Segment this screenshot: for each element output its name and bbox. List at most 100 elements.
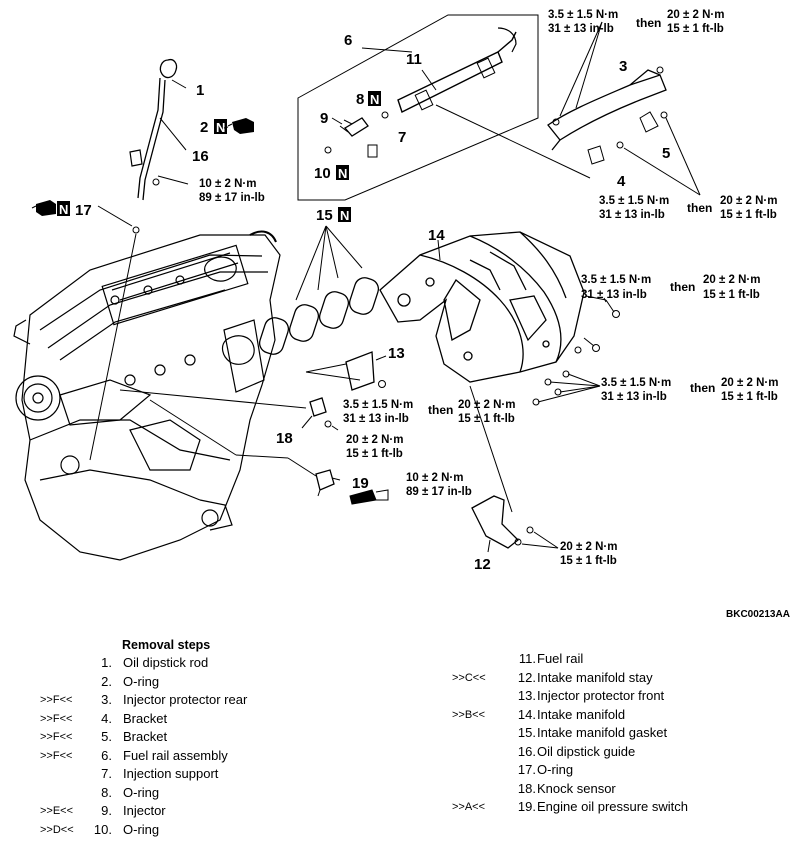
torque-m1-nm: 3.5 ± 1.5 N·m: [581, 274, 651, 286]
legend-row: >>D<<10.O-ring: [0, 821, 400, 840]
legend-mark: >>F<<: [40, 749, 73, 762]
legend-number: 8.: [101, 784, 112, 800]
n-mark-15: N: [340, 208, 349, 223]
legend-name: Engine oil pressure switch: [537, 799, 689, 814]
torque-3-nm: 3.5 ± 1.5 N·m: [548, 9, 618, 21]
legend-row: >>F<<5.Bracket: [0, 728, 400, 747]
oil-pressure-switch-part: [315, 469, 335, 491]
n-mark-17: N: [59, 202, 68, 217]
legend-row: 2.O-ring: [0, 673, 400, 692]
legend-number: 12.: [517, 669, 536, 685]
torque-18-nm: 20 ± 2 N·m: [346, 434, 403, 446]
legend-row: 16.Oil dipstick guide: [400, 743, 803, 762]
legend-mark: >>D<<: [40, 823, 74, 836]
callout-13: 13: [388, 345, 405, 362]
legend-row: >>F<< 3. Injector protector rear: [0, 691, 400, 710]
oil-dipstick-part: [137, 58, 178, 201]
sealant-tube-icon: [349, 489, 389, 505]
legend-name: Injector protector rear: [123, 692, 248, 707]
torque-3-inlb: 31 ± 13 in-lb: [548, 23, 614, 35]
torque-19-inlb: 89 ± 17 in-lb: [406, 486, 472, 498]
callout-2: 2: [200, 119, 208, 136]
torque-m1-inlb: 31 ± 13 in-lb: [581, 289, 647, 301]
callout-11: 11: [406, 51, 422, 68]
legend-name: O-ring: [123, 821, 160, 837]
intake-manifold-gaskets: [258, 277, 380, 355]
legend-row: 17.O-ring: [400, 761, 803, 780]
legend-row: >>B<<14.Intake manifold: [400, 706, 803, 725]
legend-row: 8.O-ring: [0, 784, 400, 803]
callout-4: 4: [617, 173, 626, 190]
torque-m2-ftlb: 15 ± 1 ft-lb: [721, 391, 778, 403]
torque-13-nm2: 20 ± 2 N·m: [458, 399, 515, 411]
legend-mark: >>F<<: [40, 694, 73, 706]
legend-number: 1.: [101, 655, 112, 670]
legend-name: Intake manifold stay: [537, 669, 653, 685]
torque-12-nm: 20 ± 2 N·m: [560, 541, 617, 553]
torque-13-then: then: [428, 403, 453, 417]
torque-3-ftlb: 15 ± 1 ft-lb: [667, 23, 724, 35]
legend-mark: >>E<<: [40, 805, 74, 817]
legend-number: 17.: [517, 762, 536, 777]
callout-16: 16: [192, 148, 209, 165]
legend-number: 18.: [517, 780, 536, 796]
callout-1: 1: [196, 82, 204, 99]
legend-row: 18.Knock sensor: [400, 780, 803, 799]
torque-45-nm2: 20 ± 2 N·m: [720, 195, 777, 207]
torque-m2-nm: 3.5 ± 1.5 N·m: [601, 377, 671, 389]
injector-part: [331, 117, 369, 137]
legend-number: 13.: [517, 688, 536, 703]
o-ring-10-part: [324, 146, 332, 154]
removal-steps-right: 11.Fuel rail>>C<<12.Intake manifold stay…: [400, 650, 803, 817]
legend-number: 14.: [517, 706, 536, 722]
torque-13-inlb: 31 ± 13 in-lb: [343, 413, 409, 425]
torque-19-nm: 10 ± 2 N·m: [406, 472, 463, 484]
legend-mark: >>A<<: [452, 801, 486, 813]
figure-code: BKC00213AA: [726, 609, 790, 620]
legend-name: O-ring: [123, 673, 160, 689]
legend-row: >>C<< 12.Intake manifold stay: [400, 669, 803, 688]
exploded-view-diagram: 1 2 3 4 5 6 7 8 9 10 11 12 13 14 15 16 1…: [13, 9, 778, 573]
legend-row: >>F<<6.Fuel rail assembly: [0, 747, 400, 766]
torque-12-ftlb: 15 ± 1 ft-lb: [560, 555, 617, 567]
legend-row: >>A<< 19.Engine oil pressure switch: [400, 798, 803, 817]
callout-15: 15: [316, 207, 333, 224]
removal-steps-left: 1. Oil dipstick rod 2.O-ring >>F<< 3. Injecto…: [0, 654, 400, 839]
legend-name: Fuel rail assembly: [123, 747, 228, 763]
torque-3-nm2: 20 ± 2 N·m: [667, 9, 724, 21]
legend-heading: Removal steps: [122, 638, 211, 652]
torque-m2-then: then: [690, 381, 715, 395]
torque-13-ftlb: 15 ± 1 ft-lb: [458, 413, 515, 425]
callout-12: 12: [474, 556, 491, 573]
bracket-4-part: [587, 145, 605, 165]
legend-name: O-ring: [537, 762, 574, 777]
torque-18-ftlb: 15 ± 1 ft-lb: [346, 448, 403, 460]
injection-support-part: [367, 144, 378, 158]
fuel-rail-assembly-box: [297, 14, 539, 201]
callout-19: 19: [352, 475, 369, 492]
fuel-rail-part: [397, 27, 517, 113]
legend-name: Oil dipstick rod: [123, 655, 209, 670]
legend-mark: >>F<<: [40, 731, 73, 743]
torque-45-nm: 3.5 ± 1.5 N·m: [599, 195, 669, 207]
legend-number: 19.: [517, 799, 536, 814]
o-ring-8-part: [381, 111, 389, 119]
torque-16-nm: 10 ± 2 N·m: [199, 178, 256, 190]
torque-m1-nm2: 20 ± 2 N·m: [703, 274, 760, 286]
legend-number: 15.: [517, 725, 536, 740]
legend-number: 16.: [517, 743, 536, 759]
legend-number: 4.: [101, 710, 112, 726]
legend-number: 5.: [101, 729, 112, 744]
injector-protector-rear-part: [547, 69, 667, 151]
legend-mark: >>C<<: [452, 671, 486, 684]
legend-name: Intake manifold gasket: [537, 725, 668, 740]
legend-name: Injector protector front: [537, 688, 665, 703]
legend-name: Injector: [123, 803, 166, 818]
legend-row: 13.Injector protector front: [400, 687, 803, 706]
torque-16-inlb: 89 ± 17 in-lb: [199, 192, 265, 204]
n-mark-10: N: [338, 166, 347, 181]
knock-sensor-part: [309, 397, 327, 417]
legend-number: 3.: [101, 692, 112, 707]
legend-number: 7.: [101, 766, 112, 781]
callout-14: 14: [428, 227, 445, 244]
